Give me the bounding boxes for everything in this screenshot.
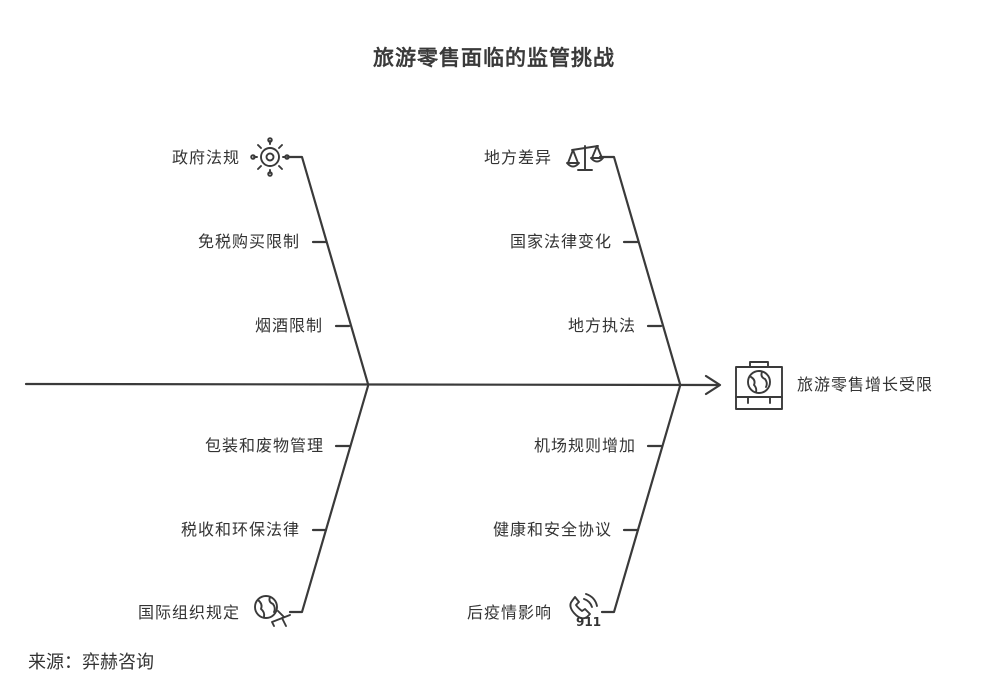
bone-top-left bbox=[286, 155, 370, 386]
diagram-title: 旅游零售面临的监管挑战 bbox=[373, 46, 615, 70]
phone-911-icon bbox=[569, 593, 598, 620]
cause-label: 地方执法 bbox=[567, 316, 636, 335]
bone-top-right bbox=[598, 155, 682, 386]
effect-label: 旅游零售增长受限 bbox=[797, 375, 934, 394]
source-note: 来源：弈赫咨询 bbox=[28, 652, 154, 673]
cause-label: 地方差异 bbox=[483, 148, 552, 167]
gear-badge-icon bbox=[250, 137, 290, 177]
cause-label: 国际组织规定 bbox=[137, 603, 240, 622]
cause-label: 国家法律变化 bbox=[509, 232, 612, 251]
bone-bottom-left bbox=[288, 384, 370, 614]
phone-911-text: 911 bbox=[576, 615, 602, 629]
cause-label: 政府法规 bbox=[171, 148, 240, 167]
scales-icon bbox=[566, 145, 604, 171]
cause-label: 包装和废物管理 bbox=[204, 436, 324, 455]
cause-label: 健康和安全协议 bbox=[492, 520, 612, 539]
cause-label: 烟酒限制 bbox=[254, 316, 323, 335]
cause-label: 税收和环保法律 bbox=[180, 520, 300, 539]
spine-arrowhead bbox=[704, 374, 722, 396]
spine-line bbox=[24, 382, 720, 387]
cause-label: 机场规则增加 bbox=[533, 436, 636, 455]
bone-bottom-right bbox=[600, 384, 682, 614]
briefcase-globe-icon bbox=[735, 361, 783, 410]
cause-label: 免税购买限制 bbox=[197, 232, 300, 251]
globe-plane-icon bbox=[254, 595, 291, 627]
cause-label: 后疫情影响 bbox=[466, 603, 552, 622]
